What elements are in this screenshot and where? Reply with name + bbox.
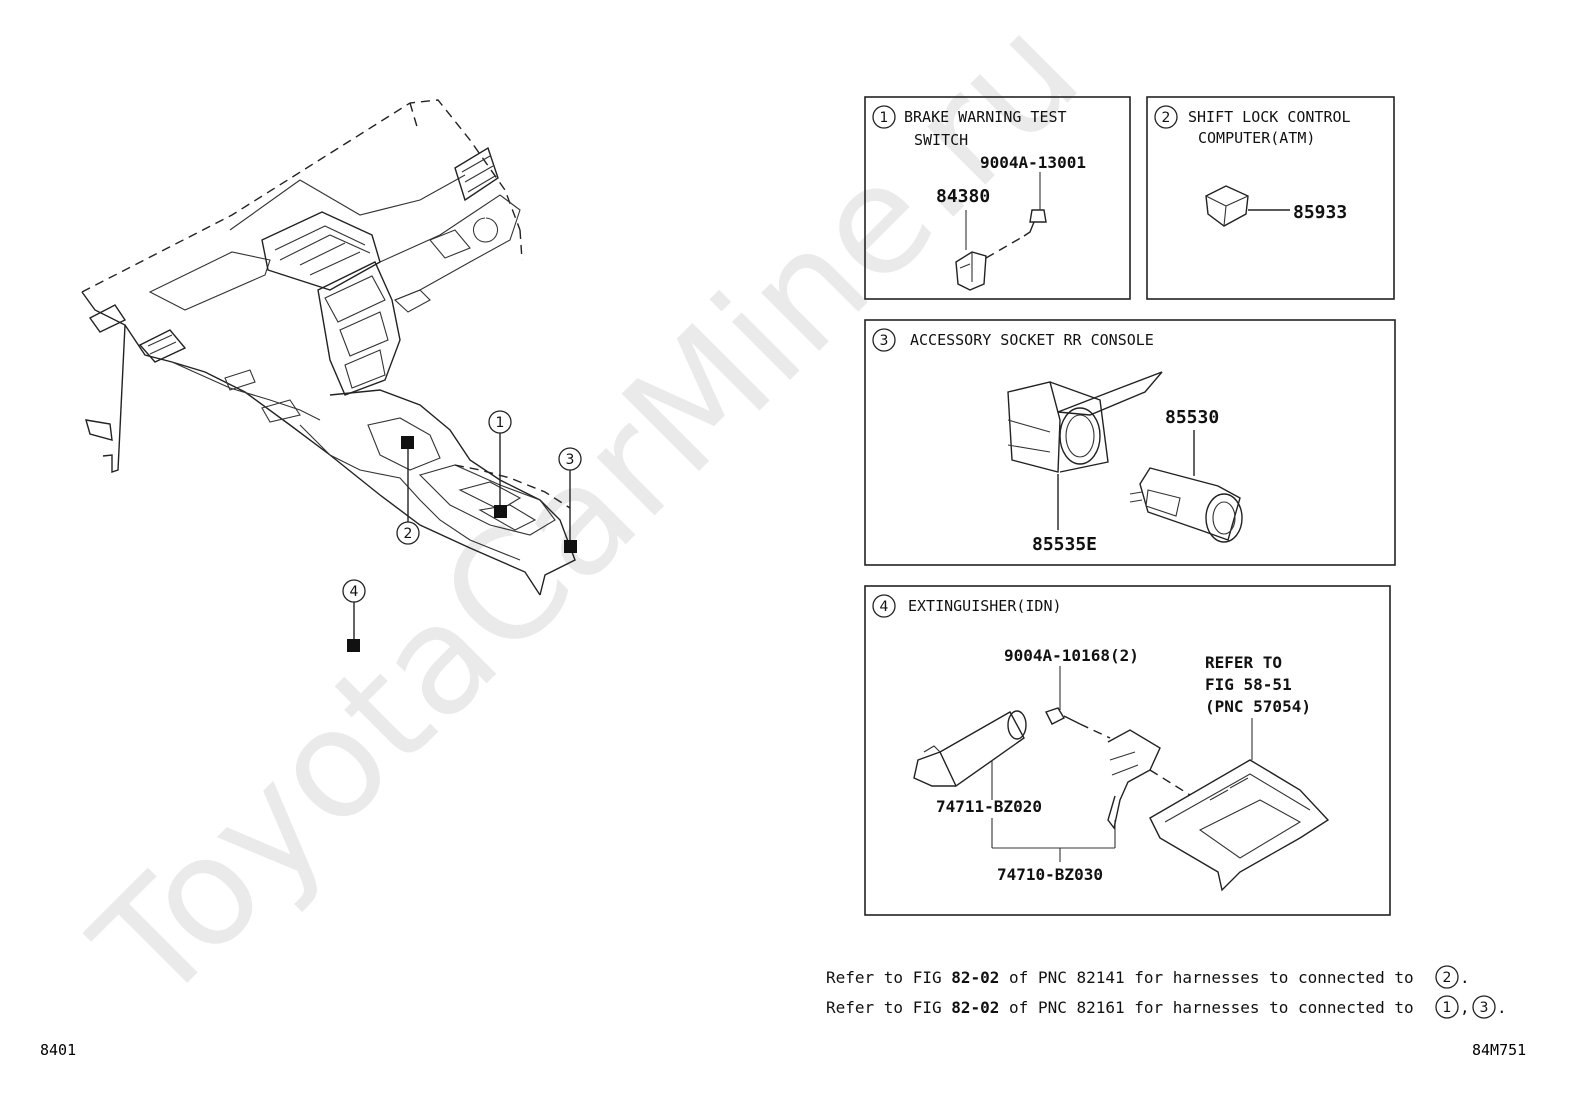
refer-line-1: REFER TO (1205, 653, 1282, 672)
page-code-right: 84M751 (1472, 1041, 1526, 1059)
part-85535E: 85535E (1032, 534, 1097, 555)
callout-3: 3 (566, 452, 575, 468)
part-9004A-10168: 9004A-10168(2) (1004, 646, 1139, 665)
marker-4 (347, 639, 360, 652)
panel-2-title-line2: COMPUTER(ATM) (1198, 129, 1315, 147)
part-85933: 85933 (1293, 202, 1347, 223)
svg-text:,: , (1460, 998, 1470, 1017)
watermark: ToyotaCarMine.ru (62, 0, 1112, 1036)
note-line-1: Refer to FIG 82-02 of PNC 82141 for harn… (826, 968, 1414, 987)
panel-1-title-line2: SWITCH (914, 131, 968, 149)
panel-4-number: 4 (880, 599, 889, 615)
note-2-ref-1: 1 (1443, 1000, 1452, 1016)
callout-1: 1 (496, 415, 505, 431)
marker-3 (564, 540, 577, 553)
marker-2 (401, 436, 414, 449)
panel-3-number: 3 (880, 333, 889, 349)
part-9004A-13001: 9004A-13001 (980, 153, 1086, 172)
panel-2-number: 2 (1162, 110, 1171, 126)
note-2-suffix: . (1497, 998, 1507, 1017)
part-84380: 84380 (936, 186, 990, 207)
marker-1 (494, 505, 507, 518)
panel-1-number: 1 (880, 110, 889, 126)
refer-line-2: FIG 58-51 (1205, 675, 1292, 694)
panel-1-title-line1: BRAKE WARNING TEST (904, 108, 1067, 126)
panel-2-title-line1: SHIFT LOCK CONTROL (1188, 108, 1351, 126)
overview-callouts: 1 2 3 4 (342, 410, 582, 652)
panel-accessory-socket-rr-console: 3 ACCESSORY SOCKET RR CONSOLE 85535E 855… (864, 319, 1396, 566)
panel-4-title-line1: EXTINGUISHER(IDN) (908, 597, 1062, 615)
note-1-ref-1: 2 (1443, 970, 1452, 986)
callout-2: 2 (404, 526, 413, 542)
part-74710-BZ030: 74710-BZ030 (997, 865, 1103, 884)
panel-shift-lock-control-computer: 2 SHIFT LOCK CONTROL COMPUTER(ATM) 85933 (1146, 96, 1395, 300)
refer-line-3: (PNC 57054) (1205, 697, 1311, 716)
panel-brake-warning-test-switch: 1 BRAKE WARNING TEST SWITCH 9004A-13001 … (864, 96, 1131, 300)
panel-extinguisher: 4 EXTINGUISHER(IDN) 9004A-10168(2) REFER… (864, 585, 1391, 916)
callout-4: 4 (350, 584, 359, 600)
note-2-ref-2: 3 (1480, 1000, 1489, 1016)
note-1-suffix: . (1460, 968, 1470, 987)
part-74711-BZ020: 74711-BZ020 (936, 797, 1042, 816)
page-code-left: 8401 (40, 1041, 76, 1059)
note-line-2: Refer to FIG 82-02 of PNC 82161 for harn… (826, 998, 1414, 1017)
panel-3-title-line1: ACCESSORY SOCKET RR CONSOLE (910, 331, 1154, 349)
dashboard-overview-illustration (81, 99, 576, 596)
part-85530: 85530 (1165, 407, 1219, 428)
harness-notes: Refer to FIG 82-02 of PNC 82141 for harn… (826, 965, 1507, 1019)
